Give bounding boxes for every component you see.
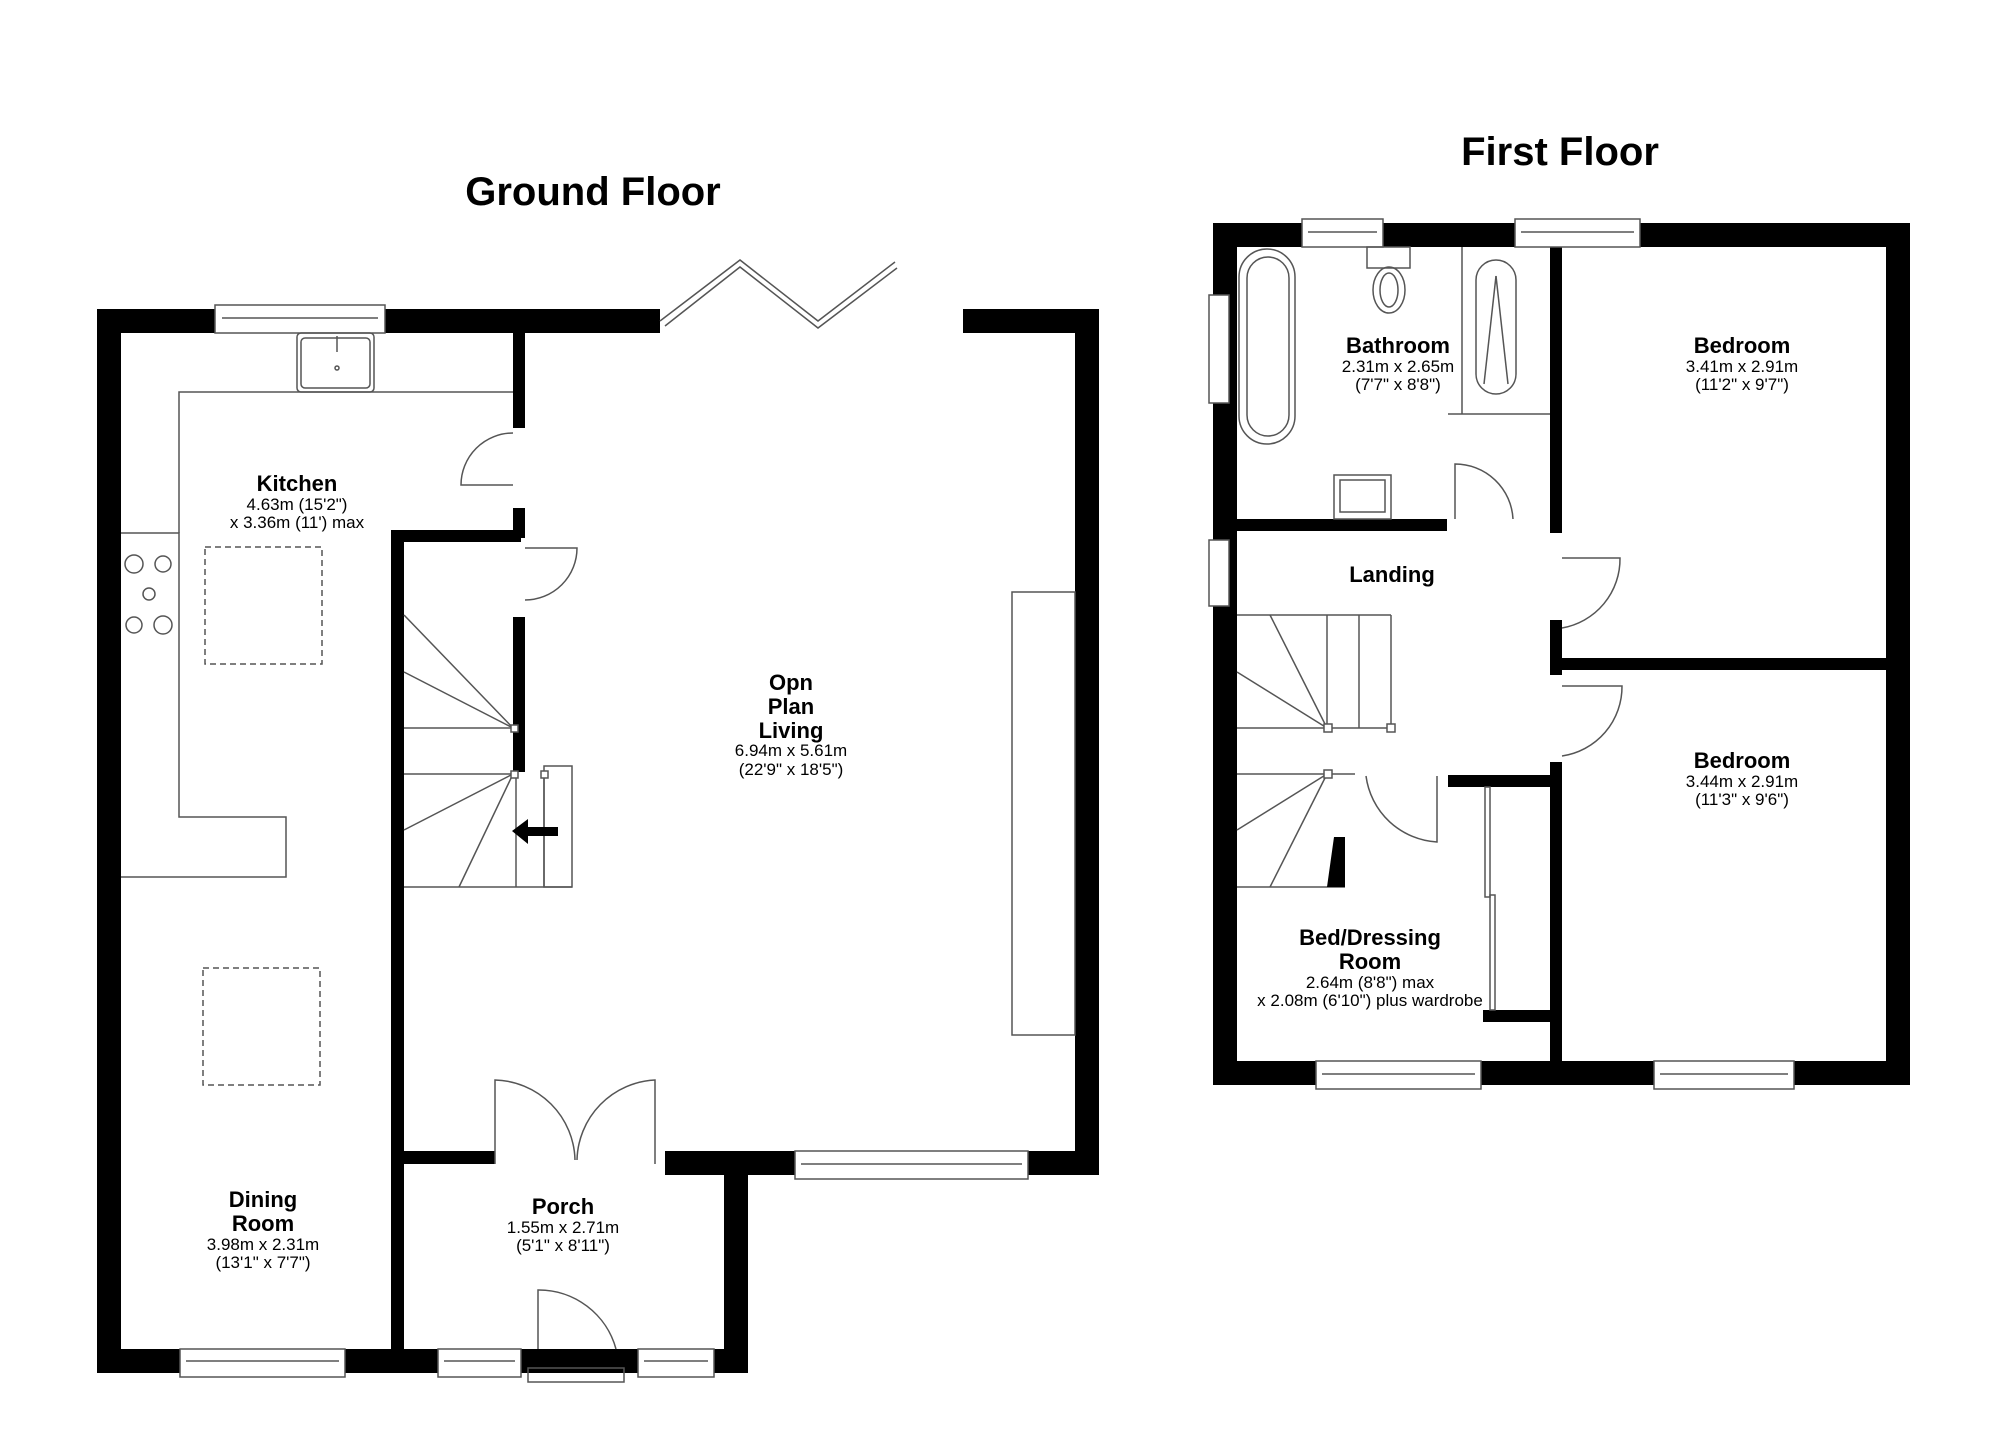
room-name: Bedroom [1693,333,1791,358]
room-name: Kitchen [256,471,338,496]
kitchen-island [204,546,323,665]
staircase [403,614,573,888]
room-name: Porch [531,1194,595,1219]
door [524,547,578,601]
room-label-bathroom: Bathroom 2.31m x 2.65m (7'7" x 8'8") [1342,334,1454,394]
door [1365,775,1438,843]
room-dimensions: 6.94m x 5.61m [734,741,848,761]
door [1561,557,1621,629]
ground-floor-plan [97,259,1099,1383]
room-label-bed-dressing-room: Bed/Dressing Room 2.64m (8'8") max x 2.0… [1257,926,1483,1010]
wall [391,530,521,542]
room-name: Opn [768,670,813,695]
door [494,1079,576,1164]
wall [666,1151,726,1164]
first-floor-title: First Floor [1461,130,1659,174]
living-unit [1011,591,1076,1036]
wall [1550,247,1562,533]
window [637,1348,715,1378]
room-dimensions: 2.64m (8'8") max [1305,972,1435,992]
room-label-dining-room: Dining Room 3.98m x 2.31m (13'1" x 7'7") [207,1188,319,1272]
arrow-left-icon [512,819,558,844]
room-label-porch: Porch 1.55m x 2.71m (5'1" x 8'11") [507,1195,619,1255]
room-name: Living [758,717,824,743]
first-floor-plan [1208,218,1910,1090]
hob-icon [124,554,173,635]
room-name: Room [231,1210,295,1236]
room-name: Bedroom [1693,748,1791,773]
wall [404,1151,495,1164]
room-name: Room [1338,948,1402,974]
window [1208,539,1230,607]
window [214,304,386,334]
room-label-bedroom-1: Bedroom 3.41m x 2.91m (11'2" x 9'7") [1686,334,1798,394]
room-dimensions: (7'7" x 8'8") [1355,375,1441,395]
dining-table [202,967,321,1086]
staircase [1236,614,1396,888]
room-name: Plan [767,693,815,719]
wall [513,333,525,428]
wall [1075,309,1099,1175]
door [537,1289,617,1350]
window [1514,218,1641,248]
room-dimensions: 3.98m x 2.31m [206,1234,320,1254]
ground-floor-title: Ground Floor [465,170,721,214]
wall [1886,223,1910,1085]
bifold-door [659,259,896,322]
worktop [121,532,287,878]
room-dimensions: (11'3" x 9'6") [1695,790,1789,810]
room-name: Dining [228,1187,298,1212]
room-dimensions: (13'1" x 7'7") [215,1252,311,1272]
wall [513,617,525,772]
room-dimensions: 3.44m x 2.91m [1685,771,1799,791]
room-dimensions: 3.41m x 2.91m [1685,356,1799,376]
wardrobe-door [1484,786,1491,898]
room-dimensions: (11'2" x 9'7") [1695,375,1789,395]
room-label-open-plan-living: Opn Plan Living 6.94m x 5.61m (22'9" x 1… [735,671,847,779]
window [437,1348,522,1378]
door [1561,685,1623,757]
room-dimensions: 1.55m x 2.71m [506,1217,620,1237]
wall [1483,1010,1550,1022]
shower-icon [1475,259,1517,395]
wall [1562,658,1886,670]
room-name: Bed/Dressing [1299,925,1441,950]
wall [1028,1151,1099,1175]
wall [724,1151,748,1373]
room-dimensions: (5'1" x 8'11") [516,1236,610,1256]
wall [97,309,121,1373]
door [1454,463,1514,520]
room-name: Landing [1349,562,1435,587]
window [1653,1060,1795,1090]
window [1301,218,1384,248]
window [179,1348,346,1378]
wall [391,530,404,1373]
sink-icon [296,332,375,393]
window [1315,1060,1482,1090]
wall [1550,620,1562,675]
room-dimensions: x 3.36m (11') max [229,513,365,533]
toilet-icon [1366,246,1411,314]
room-label-landing: Landing [1349,563,1435,587]
room-label-bedroom-2: Bedroom 3.44m x 2.91m (11'3" x 9'6") [1686,749,1798,809]
door [460,432,514,486]
room-dimensions: x 2.08m (6'10") plus wardrobe [1257,990,1483,1010]
window [794,1150,1029,1180]
room-name: Bathroom [1346,333,1450,358]
room-label-kitchen: Kitchen 4.63m (15'2") x 3.36m (11') max [230,472,364,532]
window [1208,294,1230,404]
bath-icon [1238,248,1296,445]
wall [1448,775,1550,787]
wall [1550,762,1562,1062]
room-dimensions: 2.31m x 2.65m [1341,356,1455,376]
basin-icon [1333,474,1392,520]
door [576,1079,656,1164]
wall [513,508,525,538]
room-dimensions: 4.63m (15'2") [246,494,348,514]
wall [1237,519,1447,531]
room-dimensions: (22'9" x 18'5") [738,759,844,779]
